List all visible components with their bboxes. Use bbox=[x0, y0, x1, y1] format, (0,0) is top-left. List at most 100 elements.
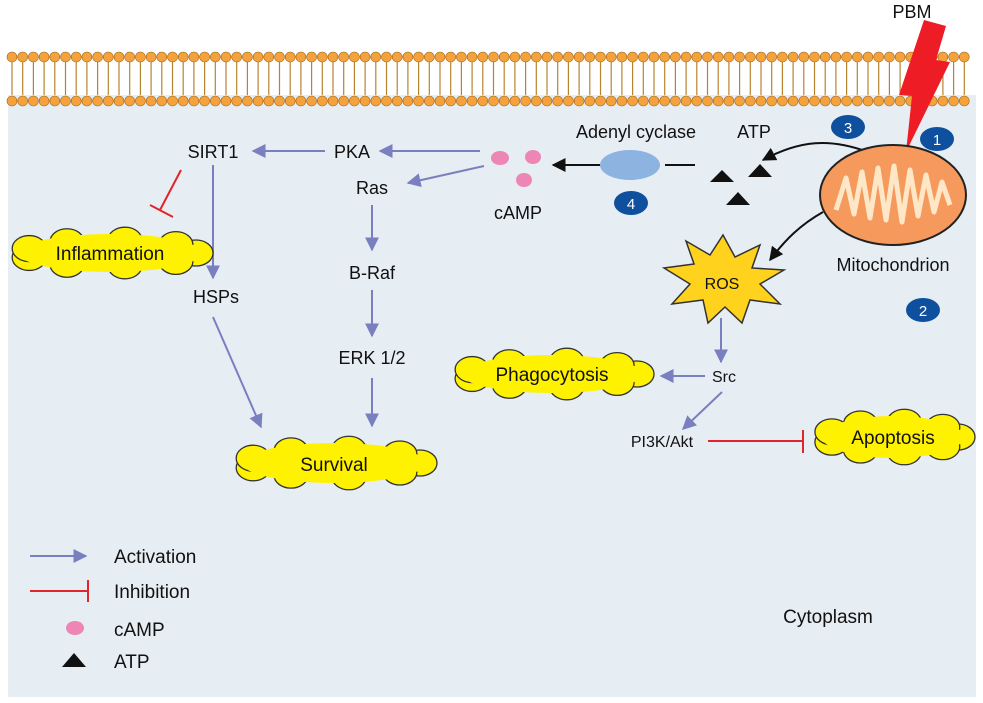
lipid-head bbox=[563, 95, 574, 107]
lipid-head bbox=[477, 51, 489, 63]
lipid-head bbox=[637, 95, 649, 107]
lipid-head bbox=[734, 51, 745, 63]
lipid-head bbox=[113, 95, 125, 107]
lipid-head bbox=[873, 95, 885, 107]
lipid-head bbox=[445, 51, 457, 63]
lipid-head bbox=[92, 95, 103, 107]
lipid-head bbox=[49, 95, 61, 107]
lipid-head bbox=[894, 51, 906, 63]
lipid-head bbox=[145, 51, 157, 63]
lipid-head bbox=[28, 95, 39, 107]
lipid-head bbox=[552, 51, 564, 63]
lipid-head bbox=[210, 51, 221, 63]
lipid-head bbox=[220, 51, 232, 63]
lipid-head bbox=[744, 51, 756, 63]
lipid-head bbox=[595, 95, 606, 107]
lipid-head bbox=[349, 51, 360, 63]
lipid-head bbox=[156, 95, 168, 107]
step-badge-3 bbox=[831, 115, 865, 139]
lipid-head bbox=[391, 95, 403, 107]
atp-molecules bbox=[710, 164, 772, 205]
lipid-head bbox=[60, 95, 71, 107]
lipid-head bbox=[263, 51, 275, 63]
step-badge-3-label: 3 bbox=[844, 120, 852, 137]
lipid-head bbox=[851, 95, 863, 107]
lipid-head bbox=[252, 95, 264, 107]
lipid-head bbox=[381, 51, 392, 63]
activation-arrows bbox=[206, 144, 728, 430]
lipid-head bbox=[402, 51, 414, 63]
outcome-apoptosis: Apoptosis bbox=[851, 428, 934, 449]
lipid-head bbox=[124, 51, 135, 63]
lipid-head bbox=[156, 51, 168, 63]
lipid-head bbox=[263, 95, 275, 107]
lipid-head bbox=[948, 95, 959, 107]
step-badge-2 bbox=[906, 298, 940, 322]
lipid-head bbox=[937, 95, 949, 107]
lipid-head bbox=[413, 95, 424, 107]
lipid-head bbox=[423, 51, 435, 63]
lipid-head bbox=[124, 95, 135, 107]
lipid-head bbox=[605, 95, 617, 107]
lipid-head bbox=[338, 95, 350, 107]
node-src: Src bbox=[712, 369, 736, 386]
lipid-head bbox=[327, 95, 339, 107]
step-badge-1-label: 1 bbox=[933, 132, 941, 149]
lipid-head bbox=[327, 51, 339, 63]
lipid-head bbox=[60, 51, 71, 63]
lipid-head bbox=[670, 51, 681, 63]
lipid-head bbox=[477, 95, 489, 107]
lipid-head bbox=[851, 51, 863, 63]
apoptosis-cloud bbox=[814, 408, 976, 466]
step-badges: 1 2 3 4 bbox=[614, 115, 954, 322]
lipid-head bbox=[616, 95, 628, 107]
lipid-head bbox=[391, 51, 403, 63]
step-badge-2-label: 2 bbox=[919, 303, 927, 320]
legend-camp-dot bbox=[66, 621, 84, 635]
black-arrows bbox=[551, 142, 869, 262]
lipid-head bbox=[798, 51, 810, 63]
lipid-head bbox=[520, 51, 531, 63]
lipid-head bbox=[723, 95, 735, 107]
lipid-head bbox=[252, 51, 264, 63]
lipid-head bbox=[274, 95, 285, 107]
lipid-head bbox=[456, 51, 467, 63]
lipid-head bbox=[38, 51, 50, 63]
lipid-head bbox=[38, 95, 50, 107]
legend-inhibition-label: Inhibition bbox=[114, 582, 190, 603]
lipid-head bbox=[787, 95, 799, 107]
lipid-head bbox=[402, 95, 414, 107]
lipid-head bbox=[958, 95, 970, 107]
lipid-head bbox=[691, 51, 703, 63]
lipid-head bbox=[316, 95, 328, 107]
lipid-head bbox=[199, 95, 210, 107]
lipid-head bbox=[670, 95, 681, 107]
lipid-head bbox=[6, 51, 18, 63]
node-camp: cAMP bbox=[494, 203, 542, 223]
step-badge-4-label: 4 bbox=[627, 196, 635, 213]
lipid-head bbox=[744, 95, 756, 107]
outcome-survival: Survival bbox=[300, 455, 368, 476]
lipid-head bbox=[841, 95, 852, 107]
camp-dot bbox=[516, 173, 532, 187]
lipid-head bbox=[434, 51, 446, 63]
lipid-head bbox=[231, 95, 242, 107]
lipid-head bbox=[509, 51, 521, 63]
camp-dot bbox=[491, 151, 509, 165]
lipid-head bbox=[359, 95, 371, 107]
node-adenyl-cyclase: Adenyl cyclase bbox=[576, 122, 696, 142]
lipid-head bbox=[552, 95, 564, 107]
lipid-head bbox=[712, 95, 724, 107]
lipid-head bbox=[862, 95, 874, 107]
lipid-head bbox=[135, 51, 146, 63]
lipid-head bbox=[595, 51, 606, 63]
lipid-head bbox=[210, 95, 221, 107]
arrow-hsps-survival bbox=[212, 316, 263, 429]
lipid-head bbox=[359, 51, 371, 63]
inflammation-cloud bbox=[11, 226, 214, 280]
lipid-head bbox=[498, 51, 510, 63]
lipid-head bbox=[520, 95, 531, 107]
lipid-head bbox=[884, 51, 895, 63]
arrow-src-pi3k bbox=[681, 391, 723, 430]
